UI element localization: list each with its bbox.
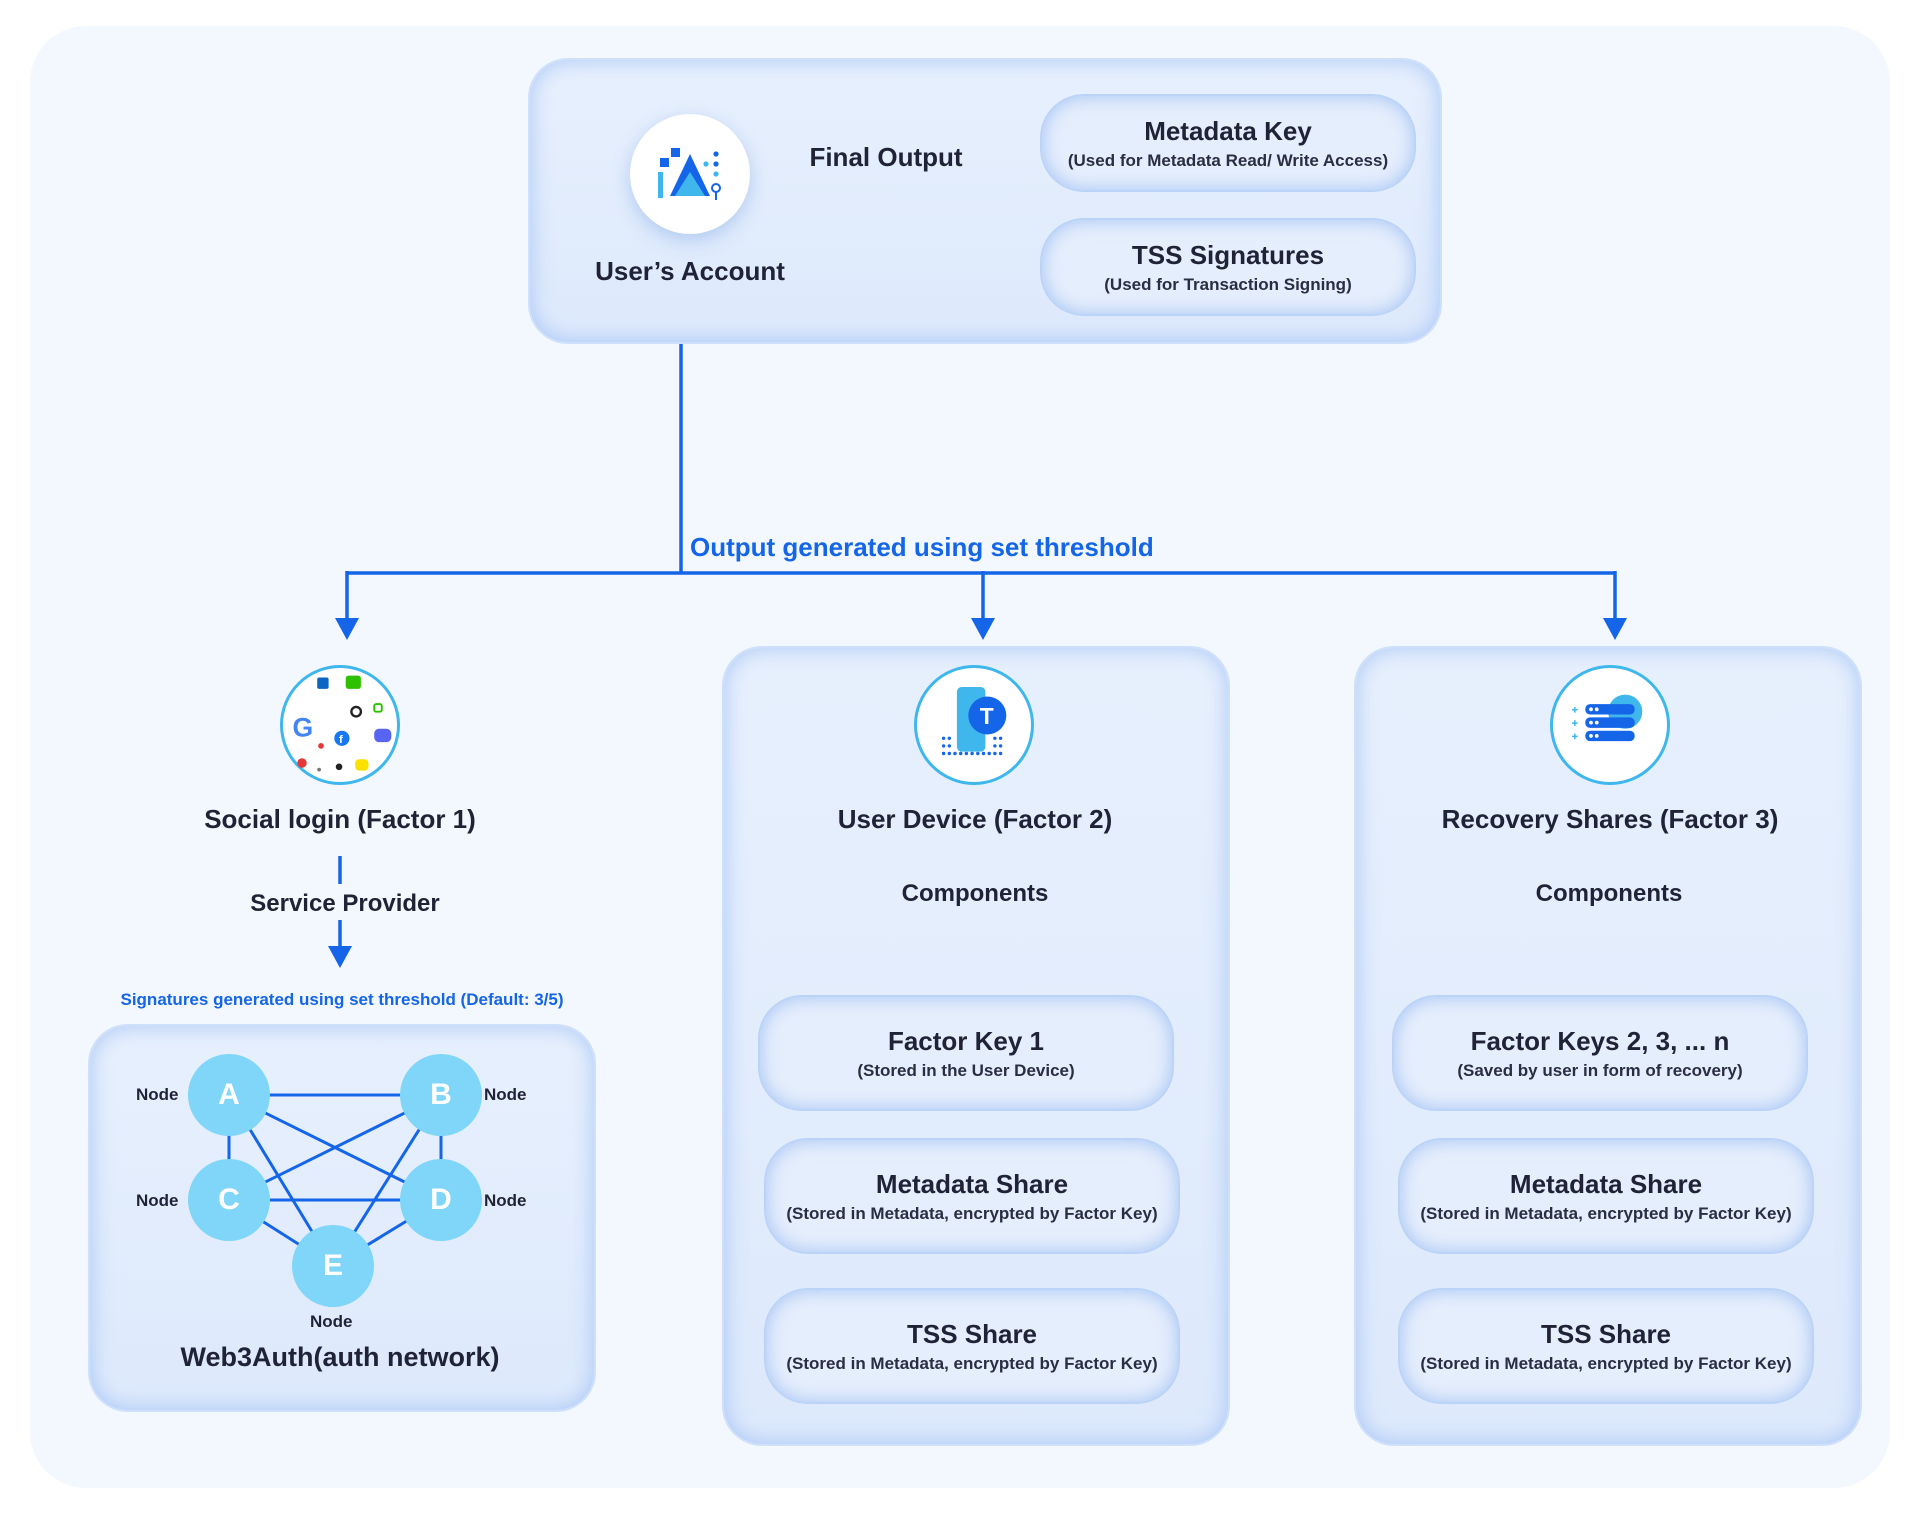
factor2-item-subtitle: (Stored in the User Device) <box>857 1060 1075 1080</box>
recovery-shares-icon <box>1550 665 1670 785</box>
factor2-item-metadata-share: Metadata Share (Stored in Metadata, encr… <box>764 1138 1180 1254</box>
node-d-label: Node <box>484 1191 527 1210</box>
factor2-item-subtitle: (Stored in Metadata, encrypted by Factor… <box>786 1353 1158 1373</box>
node-b-label: Node <box>484 1085 527 1104</box>
factor3-item-title: TSS Share <box>1540 1318 1672 1349</box>
factor2-item-title: TSS Share <box>906 1318 1038 1349</box>
user-device-icon: T <box>914 665 1034 785</box>
social-login-icon: G f <box>280 665 400 785</box>
account-label: User’s Account <box>595 256 785 286</box>
factor3-item-subtitle: (Stored in Metadata, encrypted by Factor… <box>1420 1353 1792 1373</box>
service-provider-label: Service Provider <box>250 890 440 917</box>
tss-signatures-box: TSS Signatures (Used for Transaction Sig… <box>1040 218 1416 316</box>
factor2-item-tss-share: TSS Share (Stored in Metadata, encrypted… <box>764 1288 1180 1404</box>
factor1-stem-arrowhead <box>328 946 352 968</box>
factor3-item-subtitle: (Stored in Metadata, encrypted by Factor… <box>1420 1203 1792 1223</box>
factor3-item-title: Metadata Share <box>1509 1168 1703 1199</box>
factor3-title: Recovery Shares (Factor 3) <box>1441 804 1779 834</box>
svg-text:G: G <box>293 712 314 742</box>
factor3-item-metadata-share: Metadata Share (Stored in Metadata, encr… <box>1398 1138 1814 1254</box>
node-e: E <box>292 1225 374 1307</box>
drop-factor2-arrowhead <box>971 618 995 640</box>
factor3-item-factor-keys: Factor Keys 2, 3, ... n (Saved by user i… <box>1392 995 1808 1111</box>
auth-network-label: Web3Auth(auth network) <box>180 1342 500 1372</box>
final-output-label: Final Output <box>809 142 963 172</box>
svg-text:f: f <box>339 734 343 746</box>
factor2-title: User Device (Factor 2) <box>837 804 1113 834</box>
metadata-key-box: Metadata Key (Used for Metadata Read/ Wr… <box>1040 94 1416 192</box>
node-c-label: Node <box>136 1191 179 1210</box>
drop-factor1-arrowhead <box>335 618 359 640</box>
factor2-item-title: Factor Key 1 <box>887 1025 1045 1056</box>
metadata-key-subtitle: (Used for Metadata Read/ Write Access) <box>1067 150 1389 170</box>
node-a-label: Node <box>136 1085 179 1104</box>
factor3-components-label: Components <box>1535 880 1683 907</box>
account-logo-icon <box>630 114 750 234</box>
metadata-key-title: Metadata Key <box>1144 115 1312 146</box>
factor3-item-title: Factor Keys 2, 3, ... n <box>1470 1025 1730 1056</box>
factor3-item-tss-share: TSS Share (Stored in Metadata, encrypted… <box>1398 1288 1814 1404</box>
signatures-note: Signatures generated using set threshold… <box>120 990 564 1009</box>
tss-signatures-subtitle: (Used for Transaction Signing) <box>1104 274 1352 294</box>
factor2-item-factor-key: Factor Key 1 (Stored in the User Device) <box>758 995 1174 1111</box>
factor2-item-title: Metadata Share <box>875 1168 1069 1199</box>
factor1-title: Social login (Factor 1) <box>204 804 476 834</box>
tss-signatures-title: TSS Signatures <box>1131 239 1325 270</box>
drop-factor3-arrowhead <box>1603 618 1627 640</box>
svg-text:T: T <box>980 703 994 729</box>
node-c: C <box>188 1159 270 1241</box>
auth-network-panel <box>88 1024 596 1412</box>
factor2-item-subtitle: (Stored in Metadata, encrypted by Factor… <box>786 1203 1158 1223</box>
node-a: A <box>188 1054 270 1136</box>
factor3-item-subtitle: (Saved by user in form of recovery) <box>1457 1060 1743 1080</box>
factor2-components-label: Components <box>901 880 1049 907</box>
threshold-label: Output generated using set threshold <box>690 532 1154 562</box>
node-e-label: Node <box>310 1312 353 1331</box>
node-d: D <box>400 1159 482 1241</box>
node-b: B <box>400 1054 482 1136</box>
